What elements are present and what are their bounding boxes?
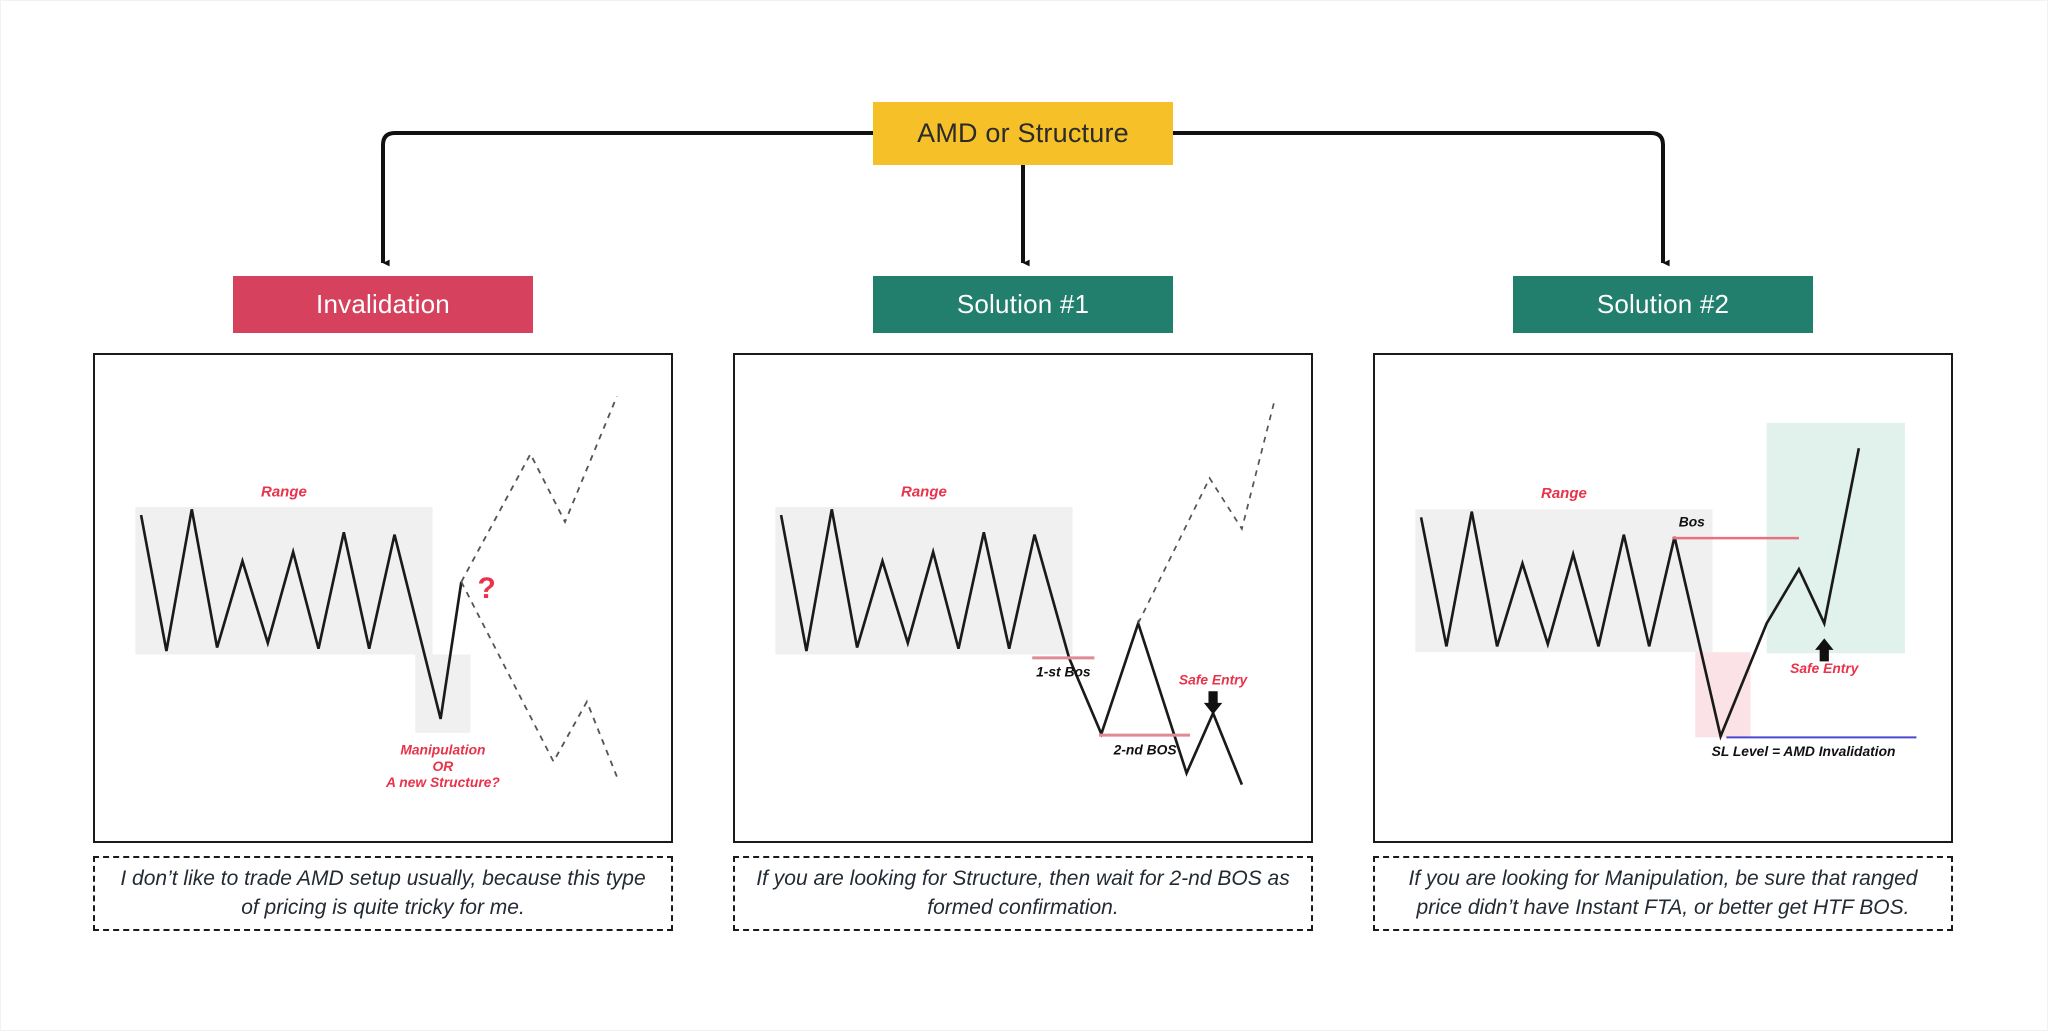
branch-node-label: Solution #2	[1596, 289, 1730, 319]
root-node-label: AMD or Structure	[917, 118, 1129, 148]
chart-panel-invalidation: Range Manipulation OR A new Structure? ?	[93, 353, 673, 843]
price-line	[779, 509, 1244, 786]
label-range: Range	[901, 484, 947, 501]
label-manipulation-line3: A new Structure?	[385, 774, 500, 790]
label-bos: Bos	[1679, 514, 1705, 530]
safe-entry-arrow-up-icon	[1815, 638, 1834, 662]
branch-node-solution2[interactable]: Solution #2	[1513, 276, 1813, 333]
caption-text: If you are looking for Manipulation, be …	[1408, 867, 1918, 919]
projection-bullish-dashed	[460, 396, 618, 583]
caption-text: I don’t like to trade AMD setup usually,…	[120, 867, 646, 919]
price-line	[1419, 447, 1861, 741]
connector-root-to-invalidation	[381, 131, 873, 267]
chart-panel-solution1: Range 1-st Bos 2-nd BOS Safe Entry	[733, 353, 1313, 843]
price-chart-invalidation: Range Manipulation OR A new Structure? ?	[135, 396, 618, 790]
label-sl-level: SL Level = AMD Invalidation	[1712, 743, 1896, 759]
label-manipulation-line2: OR	[433, 758, 454, 774]
connector-root-to-solution2	[1173, 131, 1670, 267]
caption-text: If you are looking for Structure, then w…	[756, 867, 1290, 919]
label-first-bos: 1-st Bos	[1036, 663, 1091, 679]
price-chart-solution2: Range Bos Safe Entry SL Level = AMD Inva…	[1415, 422, 1917, 759]
label-safe-entry: Safe Entry	[1179, 671, 1249, 687]
label-second-bos: 2-nd BOS	[1113, 742, 1178, 758]
root-node-amd-or-structure[interactable]: AMD or Structure	[873, 102, 1173, 165]
question-mark-icon: ?	[478, 572, 496, 605]
branch-node-solution1[interactable]: Solution #1	[873, 276, 1173, 333]
price-chart-solution1: Range 1-st Bos 2-nd BOS Safe Entry	[775, 401, 1275, 786]
projection-dashed	[1137, 401, 1275, 624]
branch-node-label: Invalidation	[316, 289, 450, 319]
caption-solution2: If you are looking for Manipulation, be …	[1373, 856, 1953, 931]
branch-node-label: Solution #1	[956, 289, 1090, 319]
label-manipulation-line1: Manipulation	[400, 742, 485, 758]
safe-entry-arrow-down-icon	[1203, 691, 1223, 715]
label-safe-entry: Safe Entry	[1790, 660, 1860, 676]
caption-solution1: If you are looking for Structure, then w…	[733, 856, 1313, 931]
price-line	[139, 509, 463, 720]
zone-range	[1415, 509, 1713, 653]
chart-panel-solution2: Range Bos Safe Entry SL Level = AMD Inva…	[1373, 353, 1953, 843]
label-range: Range	[1541, 485, 1587, 502]
label-range: Range	[261, 484, 307, 501]
caption-invalidation: I don’t like to trade AMD setup usually,…	[93, 856, 673, 931]
branch-node-invalidation[interactable]: Invalidation	[233, 276, 533, 333]
zone-manipulation	[415, 654, 471, 733]
